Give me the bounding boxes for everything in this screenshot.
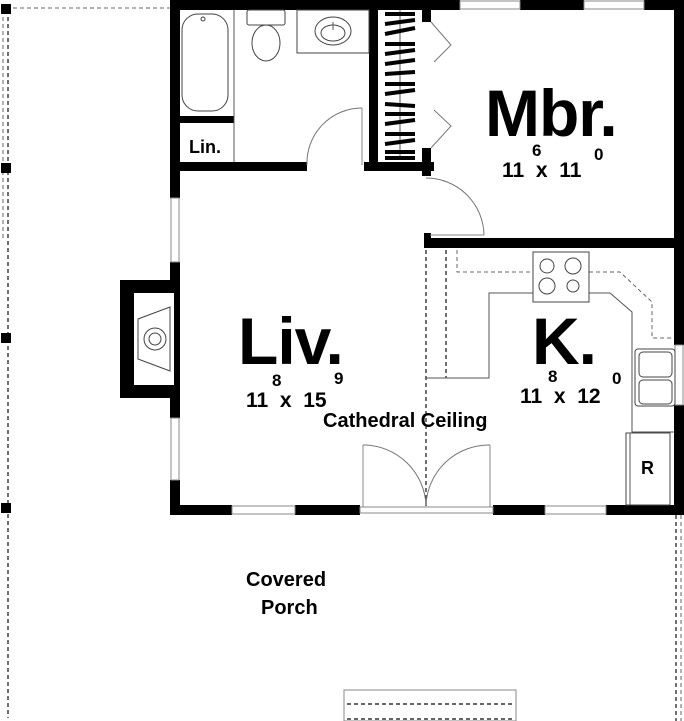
dim-a: 11 (520, 385, 543, 408)
room-label-master-bedroom: Mbr. (485, 76, 618, 150)
appliance-label-refrigerator: R (641, 458, 654, 478)
room-label-living: Liv. (238, 304, 344, 378)
porch-posts (1, 4, 11, 513)
dim-b: 15 (303, 389, 327, 412)
dim-a: 11 (502, 159, 525, 182)
dim-x: x (279, 389, 292, 412)
room-dimensions-kitchen: 11 8 x 12 0 (520, 368, 621, 408)
exterior-walls (170, 0, 684, 515)
porch-outline (2, 7, 682, 721)
room-label-kitchen: K. (532, 304, 597, 378)
kitchen-cabinets (425, 250, 676, 515)
room-label-linen: Lin. (189, 137, 221, 157)
closet (384, 10, 452, 160)
entry-doors (359, 444, 494, 514)
dim-x: x (553, 385, 566, 408)
porch-label-line1: Covered (246, 569, 327, 591)
bathroom-fixtures (181, 9, 370, 166)
bedroom-door (425, 177, 485, 236)
dim-b: 12 (577, 385, 601, 408)
porch-label-line2: Porch (261, 597, 318, 619)
dim-b: 11 (559, 159, 582, 182)
dim-b-inches: 0 (594, 145, 604, 164)
dim-a-inches: 8 (272, 371, 282, 390)
dim-x: x (535, 159, 548, 182)
porch-steps (343, 689, 517, 721)
dim-a: 11 (246, 389, 269, 412)
dim-a-inches: 6 (532, 141, 542, 160)
fireplace (120, 280, 180, 398)
interior-walls (170, 8, 684, 248)
dim-b-inches: 9 (334, 369, 344, 388)
room-dimensions-master-bedroom: 11 6 x 11 0 (502, 142, 603, 182)
dim-b-inches: 0 (612, 369, 622, 388)
ceiling-note: Cathedral Ceiling (323, 410, 488, 432)
dim-a-inches: 8 (548, 367, 558, 386)
